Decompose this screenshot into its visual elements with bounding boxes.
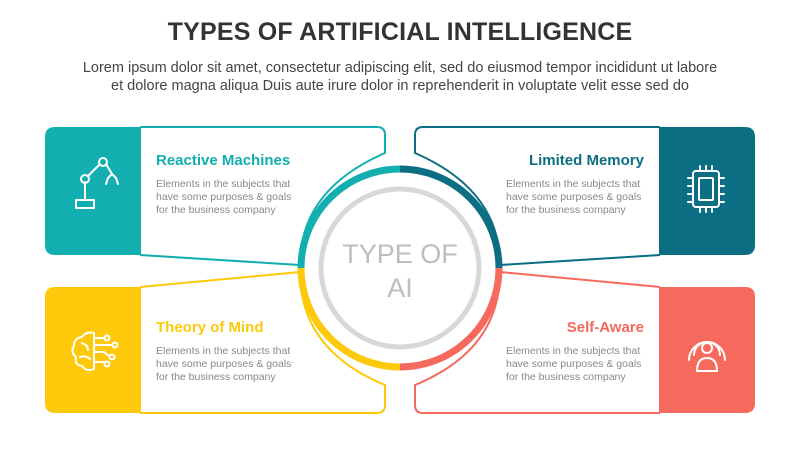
- theory-of-mind-title: Theory of Mind: [156, 319, 264, 336]
- desc-line: for the business company: [506, 204, 626, 216]
- limited-memory-desc: Elements in the subjects that have some …: [506, 178, 666, 217]
- page-title: TYPES OF ARTIFICIAL INTELLIGENCE: [167, 18, 633, 46]
- desc-line: Elements in the subjects that: [156, 178, 291, 190]
- desc-line: Elements in the subjects that: [156, 345, 291, 357]
- self-aware-title: Self-Aware: [566, 319, 644, 336]
- ring-arc-yellow: [297, 267, 401, 371]
- icon-block-reactive: [45, 127, 141, 255]
- brain-circuit-icon: [71, 331, 119, 371]
- desc-line: Elements in the subjects that: [506, 178, 641, 190]
- ring-arc-teal: [297, 165, 401, 269]
- desc-line: for the business company: [156, 371, 276, 383]
- subtitle-line-1: Lorem ipsum dolor sit amet, consectetur …: [82, 60, 718, 76]
- limited-memory-title: Limited Memory: [528, 152, 644, 169]
- desc-line: for the business company: [156, 204, 276, 216]
- center-label-line-2: AI: [387, 273, 413, 303]
- icon-block-selfaware: [659, 287, 755, 413]
- robot-arm-icon: [75, 157, 119, 209]
- reactive-machines-title: Reactive Machines: [156, 152, 291, 169]
- desc-line: have some purposes & goals: [506, 358, 642, 370]
- subtitle-line-2: et dolore magna aliqua Duis aute irure d…: [111, 78, 689, 94]
- desc-line: for the business company: [506, 371, 626, 383]
- ring-arc-coral: [399, 267, 503, 371]
- desc-line: Elements in the subjects that: [506, 345, 641, 357]
- page-subtitle: Lorem ipsum dolor sit amet, consectetur …: [0, 59, 800, 95]
- icon-block-limited: [659, 127, 755, 255]
- self-aware-desc: Elements in the subjects that have some …: [506, 345, 666, 384]
- center-label-line-1: TYPE OF: [342, 239, 458, 269]
- inner-ring: [318, 186, 482, 350]
- theory-of-mind-desc: Elements in the subjects that have some …: [156, 345, 316, 384]
- desc-line: have some purposes & goals: [156, 358, 292, 370]
- reactive-machines-desc: Elements in the subjects that have some …: [156, 178, 316, 217]
- chip-icon: [687, 165, 725, 213]
- ring-arc-dark-teal: [399, 165, 503, 269]
- person-signal-icon: [688, 341, 726, 372]
- desc-line: have some purposes & goals: [156, 191, 292, 203]
- desc-line: have some purposes & goals: [506, 191, 642, 203]
